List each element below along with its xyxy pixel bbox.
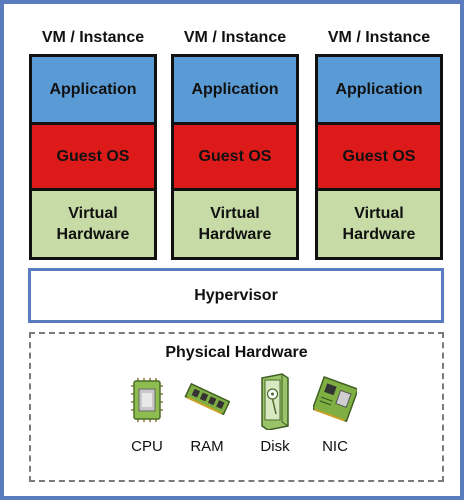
vm-instance-3: VM / Instance Application Guest OS Virtu… <box>315 26 443 260</box>
guest-os-layer: Guest OS <box>174 125 296 188</box>
vm-instance-1: VM / Instance Application Guest OS Virtu… <box>29 26 157 260</box>
application-layer: Application <box>174 57 296 122</box>
device-nic: NIC <box>305 372 365 455</box>
virtual-hardware-layer: Virtual Hardware <box>174 191 296 257</box>
vm-stack: Application Guest OS Virtual Hardware <box>29 54 157 260</box>
virtual-hardware-layer: Virtual Hardware <box>318 191 440 257</box>
cpu-chip-icon <box>131 378 163 422</box>
device-label: Disk <box>260 438 290 455</box>
device-disk: Disk <box>245 372 305 455</box>
vm-title: VM / Instance <box>327 29 431 46</box>
device-cpu: CPU <box>117 372 177 455</box>
vm-title: VM / Instance <box>41 29 145 46</box>
device-label: NIC <box>322 438 348 455</box>
physical-hardware-box: Physical Hardware CPU <box>29 332 444 482</box>
guest-os-layer: Guest OS <box>32 125 154 188</box>
ram-module-icon <box>184 382 230 416</box>
vm-instance-2: VM / Instance Application Guest OS Virtu… <box>171 26 299 260</box>
vm-stack: Application Guest OS Virtual Hardware <box>171 54 299 260</box>
application-layer: Application <box>32 57 154 122</box>
device-label: CPU <box>131 438 163 455</box>
guest-os-layer: Guest OS <box>318 125 440 188</box>
device-label: RAM <box>190 438 224 455</box>
hard-disk-icon <box>261 373 289 430</box>
vm-stack: Application Guest OS Virtual Hardware <box>315 54 443 260</box>
virtual-hardware-layer: Virtual Hardware <box>32 191 154 257</box>
application-layer: Application <box>318 57 440 122</box>
hypervisor-layer: Hypervisor <box>28 268 444 323</box>
network-card-icon <box>313 375 357 423</box>
device-ram: RAM <box>177 372 237 455</box>
physical-hardware-title: Physical Hardware <box>165 344 308 361</box>
vm-title: VM / Instance <box>183 29 287 46</box>
